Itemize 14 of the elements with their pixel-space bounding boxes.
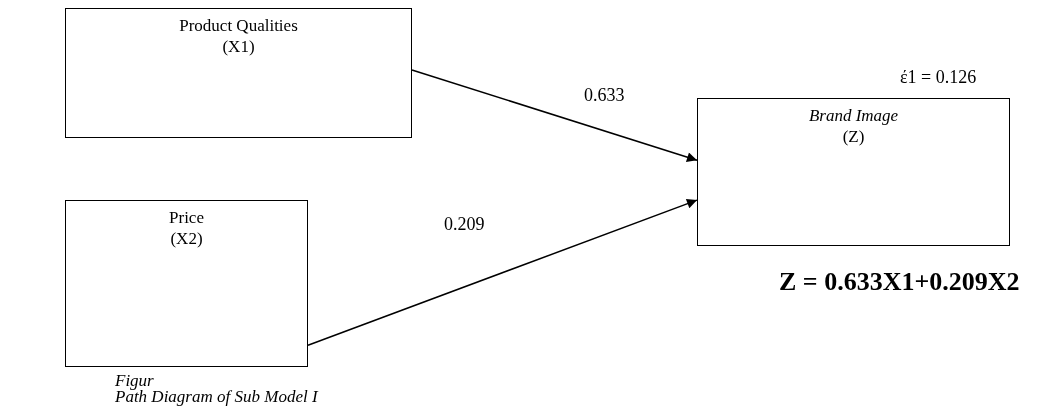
variable-label: (X1): [222, 36, 255, 57]
arrow: [411, 69, 698, 162]
figure-caption: Path Diagram of Sub Model I: [115, 388, 318, 407]
variable-box: [697, 98, 1010, 246]
variable-label: Brand Image: [808, 105, 899, 126]
error-term: έ1 = 0.126: [900, 68, 977, 88]
variable-label: (X2): [170, 228, 203, 249]
variable-label: (Z): [842, 126, 865, 147]
variable-label: Price: [169, 207, 204, 228]
variable-label: Product Qualities: [179, 15, 298, 36]
variable-box: [65, 8, 412, 138]
arrow: [307, 198, 698, 347]
figure-number: Figur: [115, 372, 154, 391]
variable-box: [65, 200, 308, 367]
